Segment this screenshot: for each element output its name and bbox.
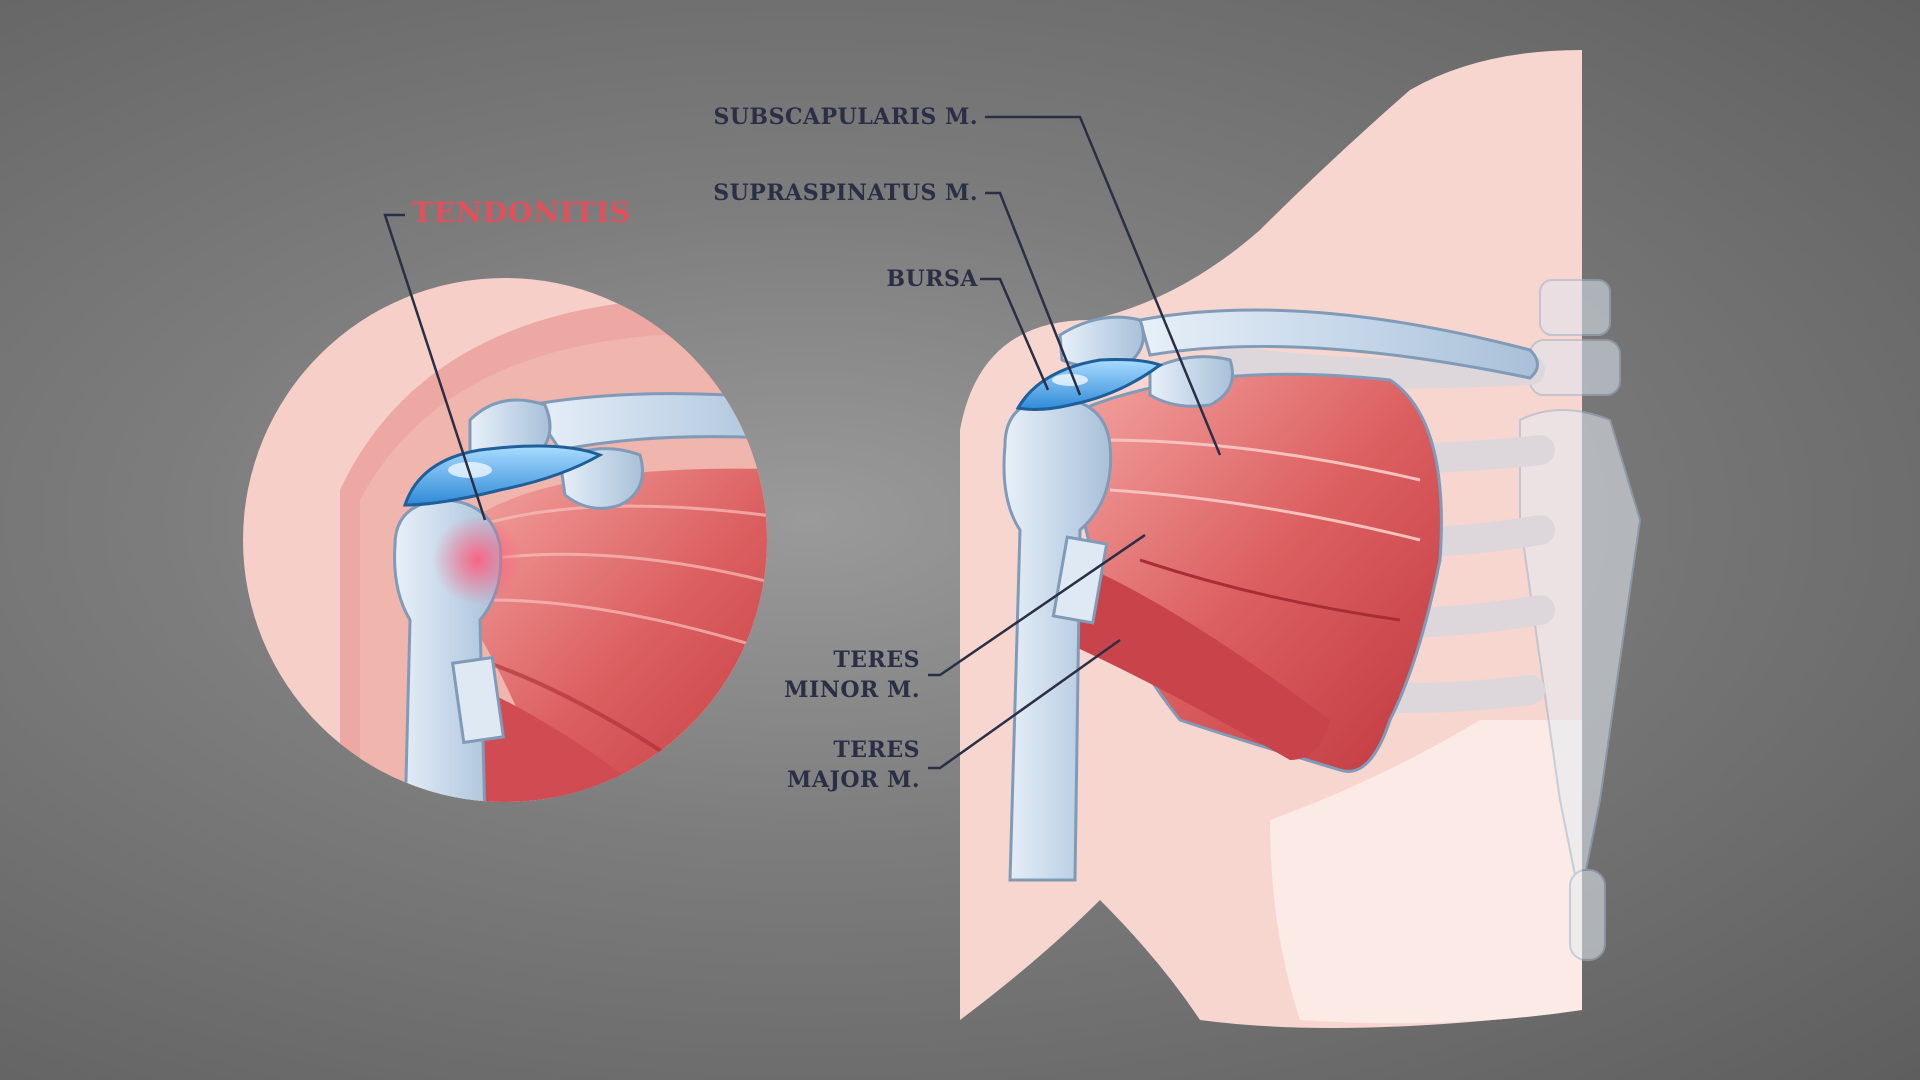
inflammation-highlight — [433, 515, 523, 605]
teres-minor-label-line2: MINOR M. — [784, 677, 920, 703]
bursa-full-shape — [1015, 358, 1164, 411]
teres-muscles — [1060, 560, 1330, 760]
bursa-label: BURSA — [886, 266, 978, 292]
bursa-shape — [402, 444, 604, 507]
clavicle-bone — [1138, 308, 1539, 380]
teres-minor-label-line1: TERES — [833, 647, 920, 673]
tendonitis-label: TENDONITIS — [412, 196, 632, 229]
teres-major-label-line1: TERES — [833, 737, 920, 763]
teres-major-label-line2: MAJOR M. — [787, 767, 920, 793]
leader-lines — [383, 115, 1222, 770]
subscapularis-label: SUBSCAPULARIS M. — [713, 104, 978, 130]
full-shoulder-view — [960, 50, 1642, 1028]
magnified-view — [243, 278, 767, 802]
supraspinatus-label: SUPRASPINATUS M. — [713, 180, 978, 206]
